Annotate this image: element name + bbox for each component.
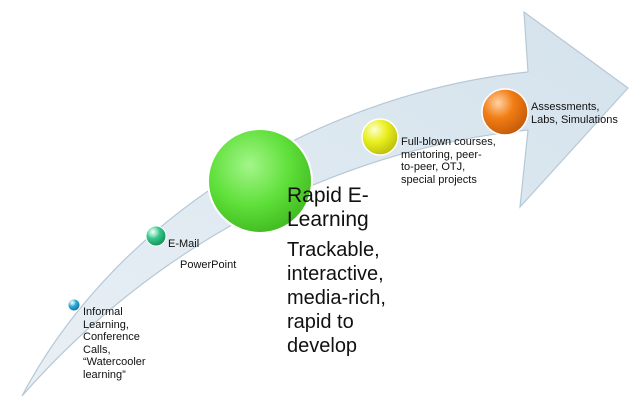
label-rapid-elearning: Rapid E- Learning (287, 184, 369, 231)
label-informal: Informal Learning, Conference Calls, “Wa… (83, 306, 146, 381)
label-rapid-details: Trackable, interactive, media-rich, rapi… (287, 239, 386, 357)
label-powerpoint: PowerPoint (180, 259, 237, 271)
bubble-email (145, 225, 167, 247)
bubble-rapid (207, 128, 313, 234)
bubble-informal (67, 298, 81, 312)
label-assessments: Assessments, Labs, Simulations (531, 101, 618, 126)
label-fullblown: Full-blown courses, mentoring, peer- to-… (401, 136, 496, 186)
bubble-assessments (481, 88, 529, 136)
bubble-fullblown (361, 118, 399, 156)
label-email: E-Mail (168, 238, 200, 250)
